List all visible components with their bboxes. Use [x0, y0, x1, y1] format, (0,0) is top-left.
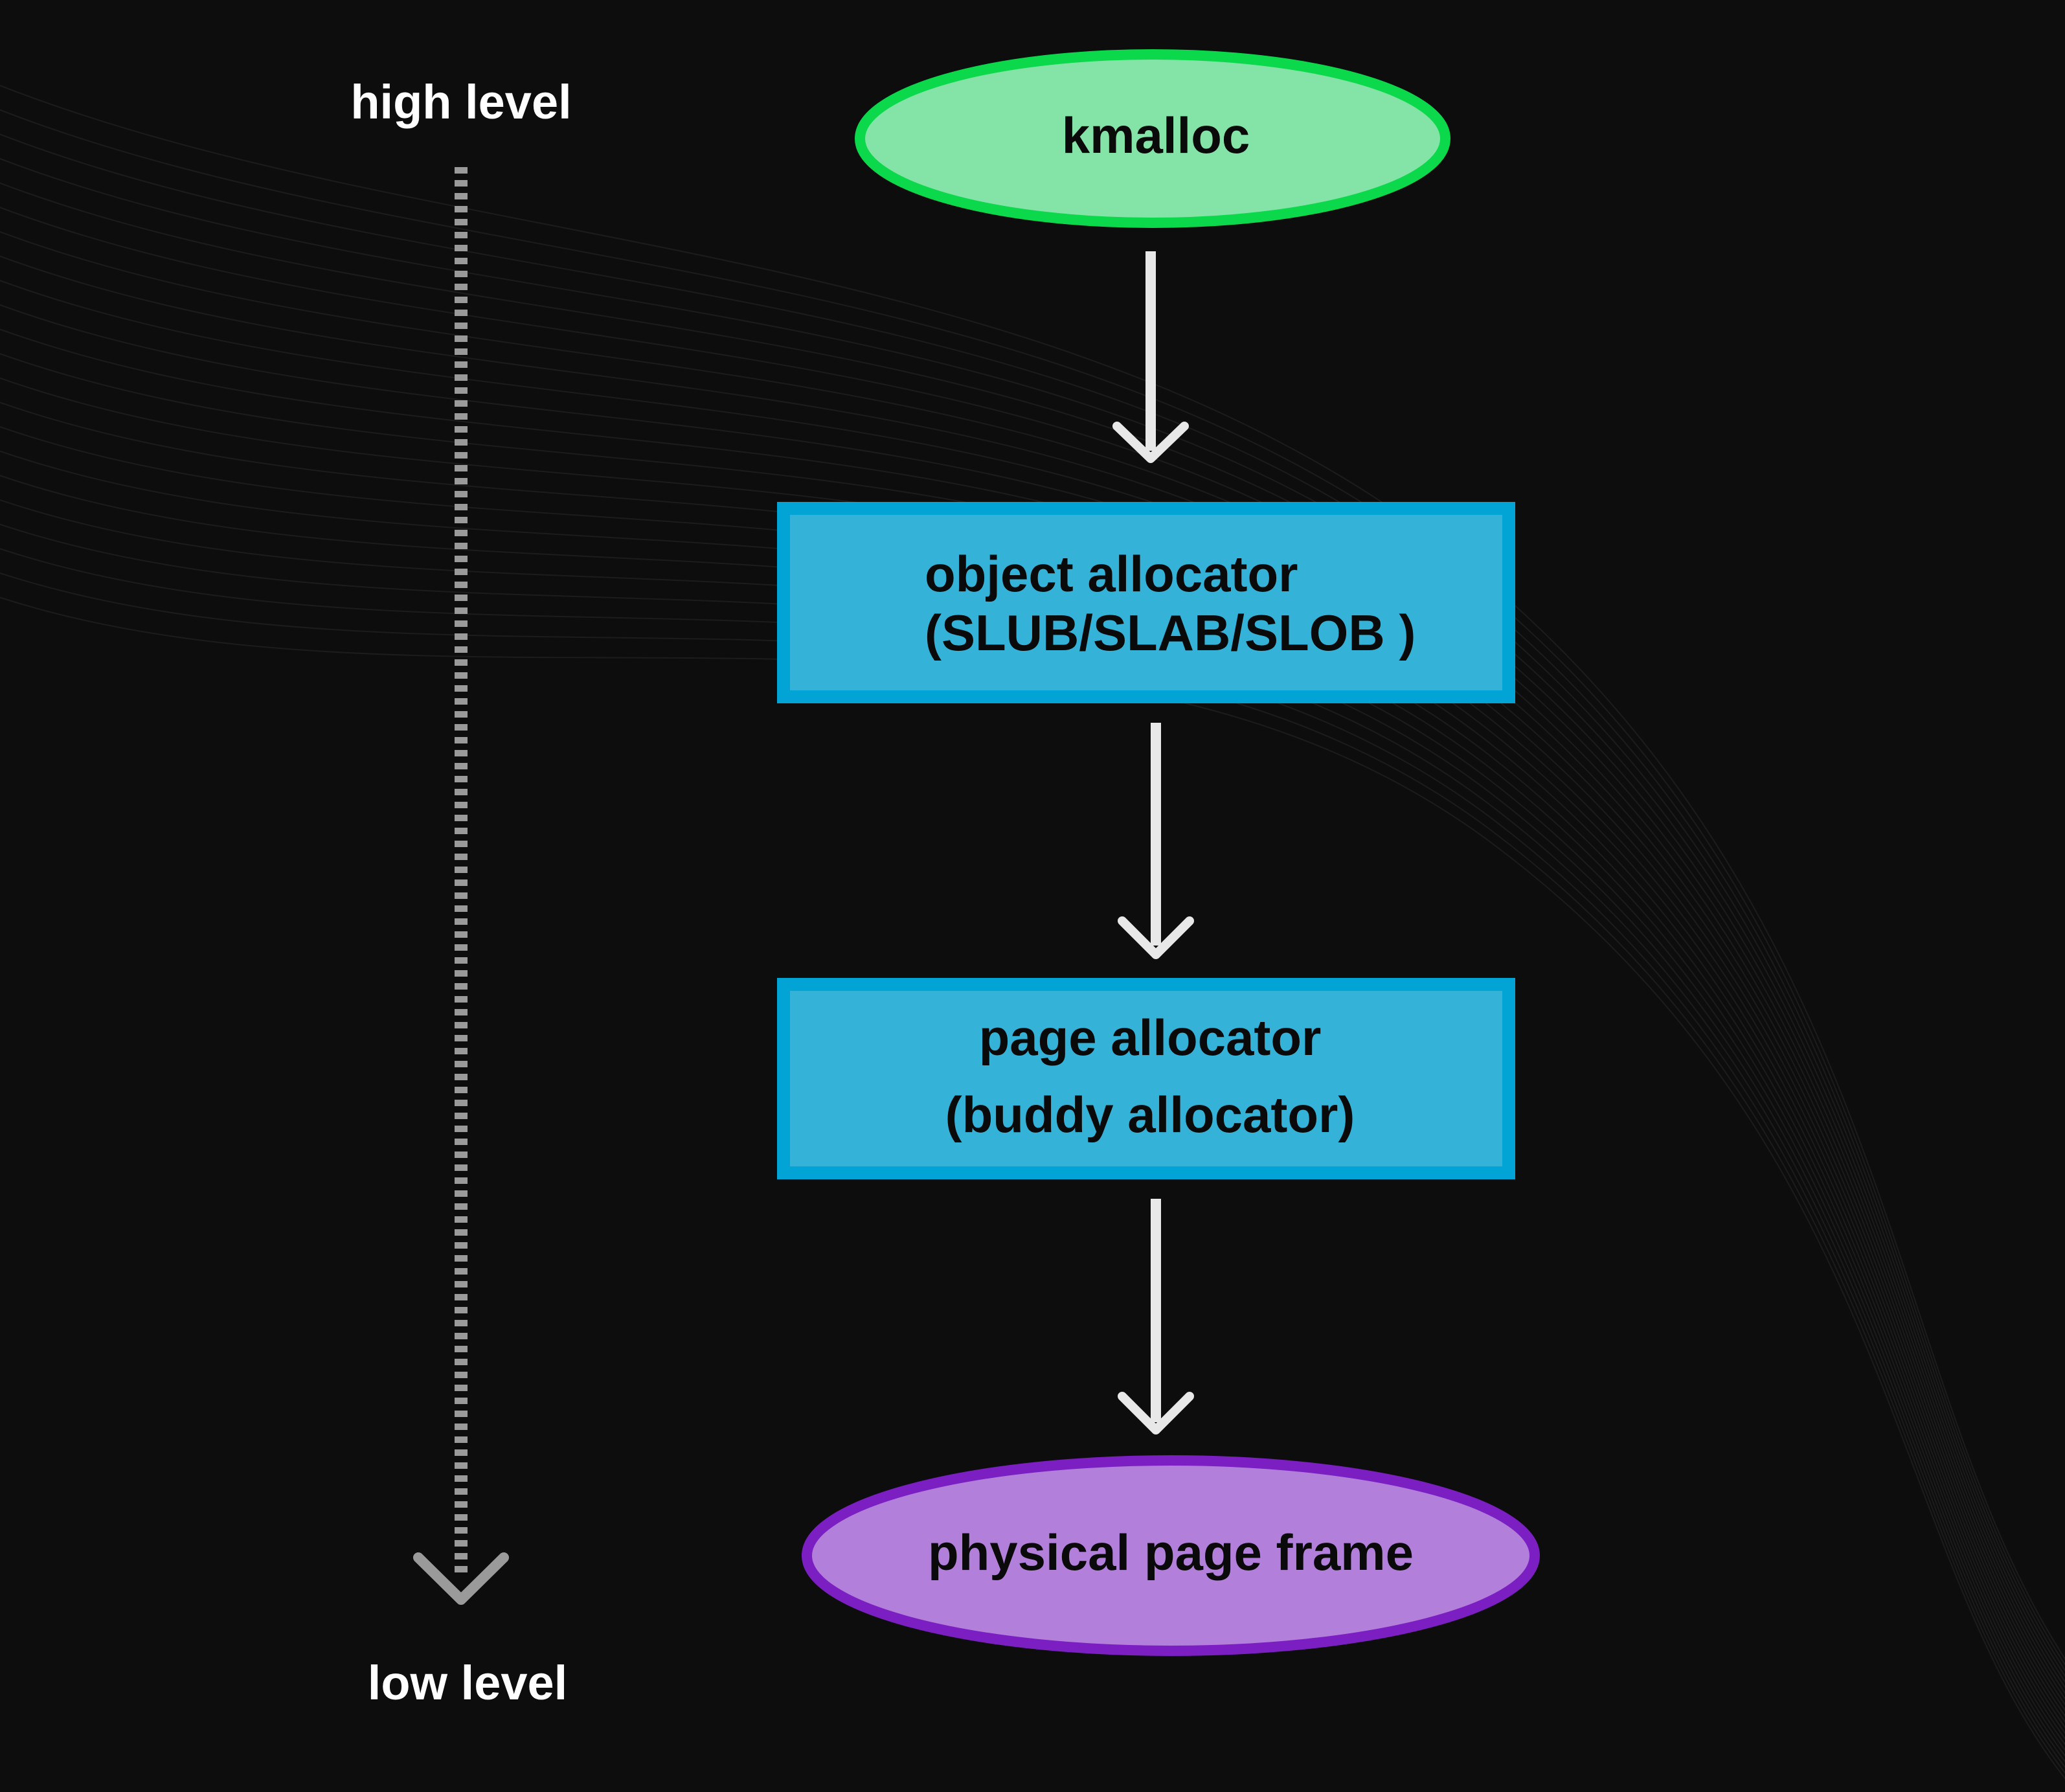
flow-arrow-1 [1112, 251, 1189, 463]
object-allocator-sublabel: (SLUB/SLAB/SLOB ) [925, 604, 1416, 661]
page-allocator-box [777, 978, 1515, 1179]
page-allocator-sublabel: (buddy allocator) [945, 1086, 1355, 1143]
background-wave-line [0, 450, 2065, 1745]
low-level-label: low level [368, 1656, 567, 1710]
background-wave-line [0, 475, 2065, 1751]
kmalloc-ellipse [855, 49, 1450, 228]
background-wave-line [0, 425, 2065, 1740]
page-allocator-label: page allocator [979, 1009, 1322, 1066]
background-wave-line [0, 548, 2065, 1769]
background-wave-line [0, 523, 2065, 1763]
dotted-down-arrow-icon [413, 167, 509, 1605]
object-allocator-box [777, 502, 1515, 703]
physical-page-frame-node: physical page frame [802, 1455, 1540, 1656]
flow-arrow-3 [1118, 1199, 1194, 1435]
background-wave-line [0, 596, 2065, 1780]
background-wave-line [0, 499, 2065, 1757]
kmalloc-label: kmalloc [1062, 107, 1250, 164]
high-level-label: high level [350, 75, 571, 129]
background-wave-line [0, 572, 2065, 1774]
object-allocator-node: object allocator (SLUB/SLAB/SLOB ) [777, 502, 1515, 703]
kmalloc-node: kmalloc [855, 49, 1450, 228]
flow-arrow-2 [1118, 723, 1194, 959]
page-allocator-node: page allocator (buddy allocator) [777, 978, 1515, 1179]
object-allocator-label: object allocator [925, 545, 1298, 602]
physical-page-frame-label: physical page frame [928, 1524, 1414, 1581]
physical-page-frame-ellipse [802, 1455, 1540, 1656]
